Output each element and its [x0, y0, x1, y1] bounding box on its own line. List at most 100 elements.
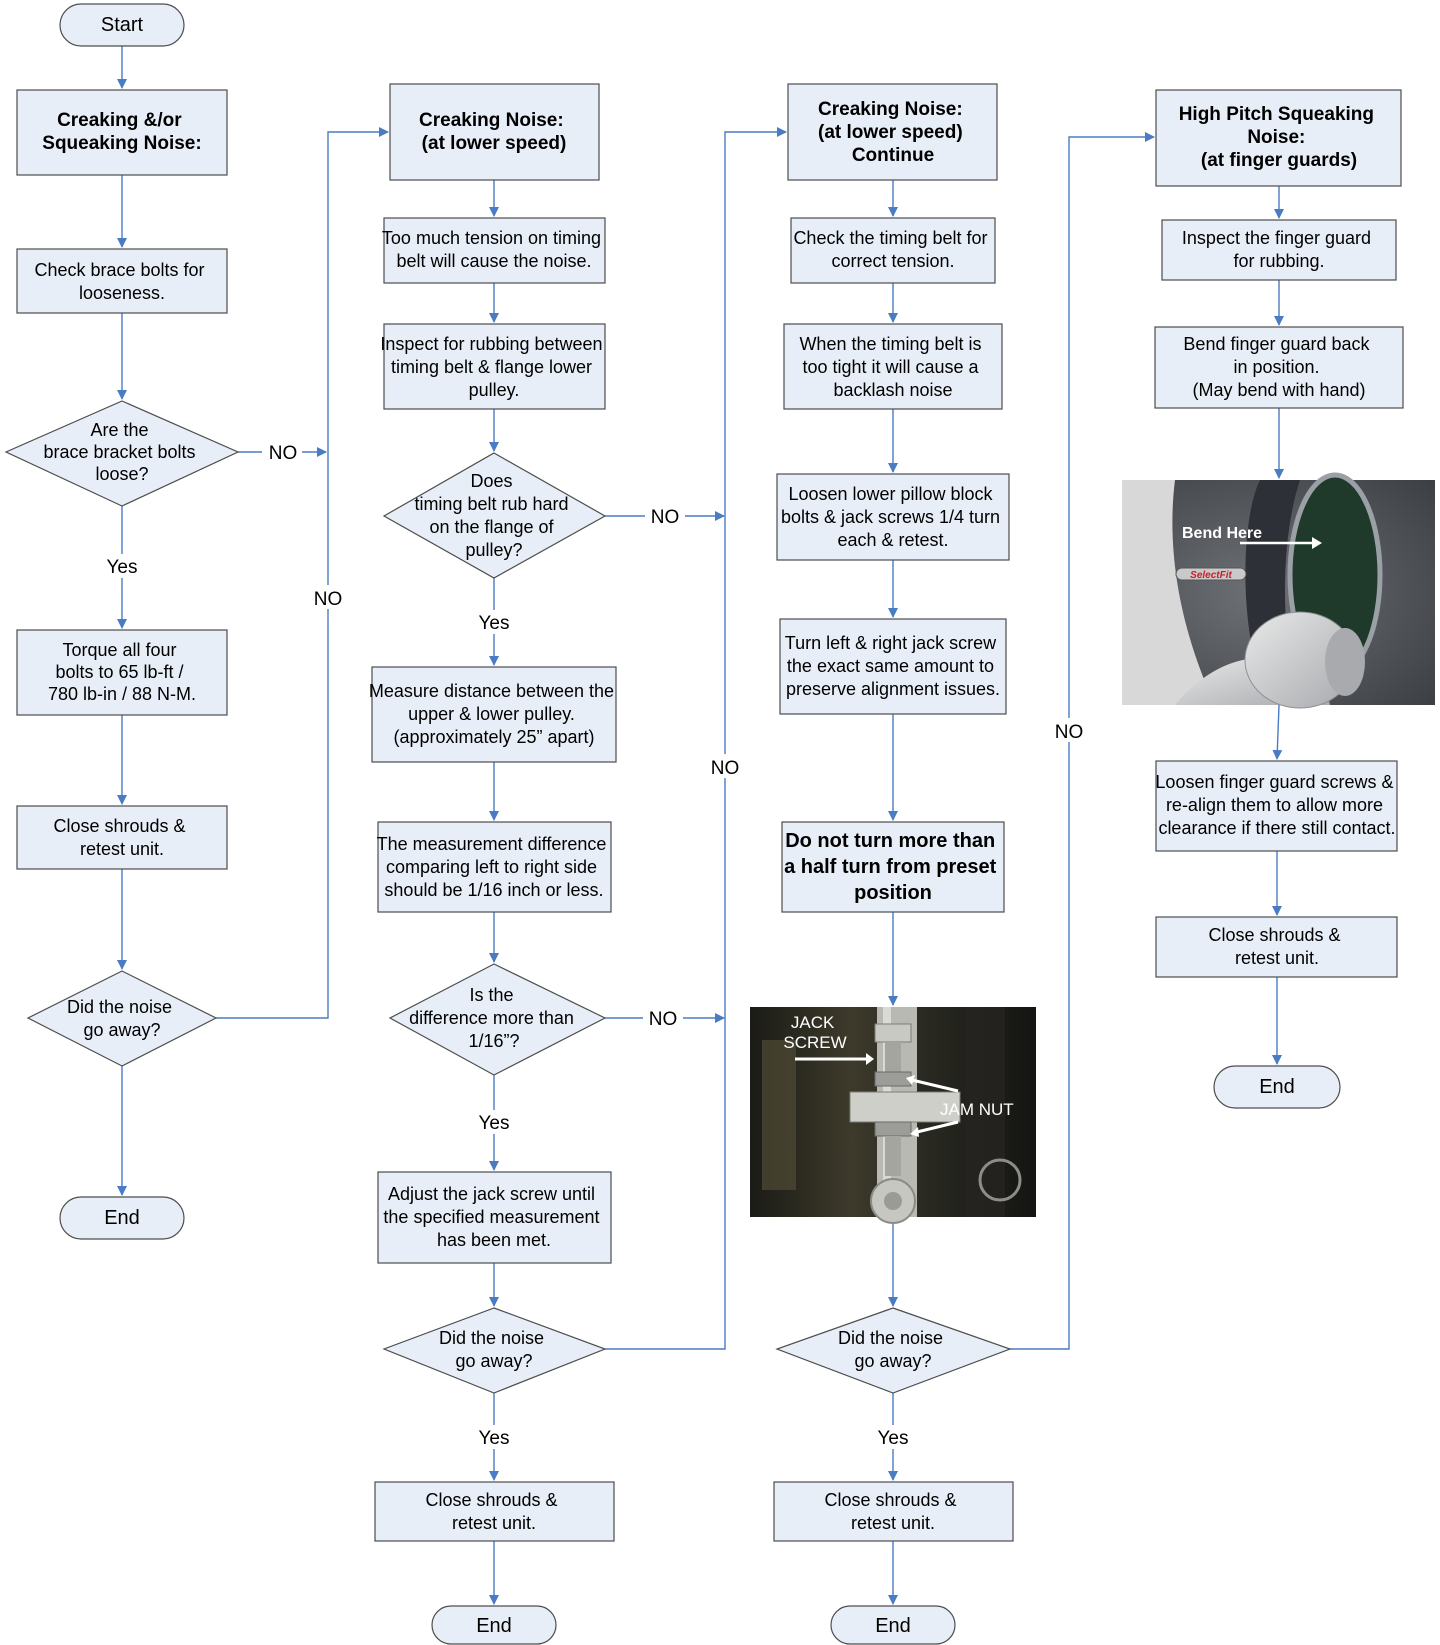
svg-text:Are the brace bracket: Are the brace bracket bolts loose?	[43, 420, 200, 484]
text-line: Inspect for rubbing between	[380, 334, 602, 354]
decision-belt-rubs-flange: Does timing belt rub hard on the flange …	[382, 452, 607, 579]
svg-text:Torque all four bolts: Torque all four bolts to 65 lb-ft / 780 …	[48, 640, 196, 704]
end-terminal: End	[830, 1605, 956, 1645]
text-line: Turn left & right jack screw	[785, 633, 997, 653]
text-line: upper & lower pulley.	[408, 704, 575, 724]
text-line: go away?	[854, 1351, 931, 1371]
decision-difference-exceeds: Is the difference more than 1/16”?	[388, 963, 607, 1076]
title-line: (at lower speed)	[422, 133, 567, 154]
process-close-shrouds: Close shrouds & retest unit.	[773, 1481, 1014, 1542]
svg-text:Loosen lower pillow block: Loosen lower pillow block bolts & jack s…	[781, 484, 1005, 550]
text-line: re-align them to allow more	[1166, 795, 1383, 815]
process-high-pitch-title: High Pitch Squeaking Noise: (at finger g…	[1155, 89, 1402, 187]
svg-text:Bend finger guard back: Bend finger guard back in position. (May…	[1183, 334, 1374, 400]
text-line: When the timing belt is	[799, 334, 981, 354]
process-measure-distance: Measure distance between the upper & low…	[369, 666, 619, 763]
end-terminal: End	[59, 1196, 185, 1240]
start-terminal: Start	[59, 3, 185, 47]
text-line: Check brace bolts for	[34, 260, 204, 280]
jack-screw-photo: JACK SCREW JAM NUT	[750, 1007, 1036, 1224]
text-line: difference more than	[409, 1008, 574, 1028]
text-line: on the flange of	[429, 517, 554, 537]
edge-labels: NO NO NO NO NO NO Yes Yes Yes Yes Yes	[97, 439, 1091, 1449]
decision-noise-gone: Did the noise go away?	[26, 970, 218, 1067]
text-line: Adjust the jack screw until	[388, 1184, 595, 1204]
text-line: Torque all four	[62, 640, 176, 660]
text-line: too tight it will cause a	[802, 357, 979, 377]
title-line: (at lower speed)	[818, 122, 963, 143]
title-line: (at finger guards)	[1201, 150, 1357, 171]
svg-text:Close shrouds & retest: Close shrouds & retest unit.	[824, 1490, 961, 1533]
svg-text:Too much tension on timing: Too much tension on timing belt will cau…	[382, 228, 606, 271]
text-line: in position.	[1233, 357, 1319, 377]
text-line: backlash noise	[833, 380, 952, 400]
text-line: retest unit.	[452, 1513, 536, 1533]
jam-nut-label: JAM NUT	[940, 1100, 1014, 1119]
warning-line: Do not turn more than	[785, 830, 995, 852]
edge-label-yes: Yes	[479, 613, 510, 634]
jack-screw-label: JACK	[791, 1013, 835, 1032]
process-check-belt-tension: Check the timing belt for correct tensio…	[790, 217, 996, 284]
process-check-brace-bolts: Check brace bolts for looseness.	[16, 248, 228, 314]
end-terminal: End	[1213, 1065, 1341, 1109]
text-line: Inspect the finger guard	[1182, 228, 1371, 248]
text-line: correct tension.	[831, 251, 954, 271]
text-line: preserve alignment issues.	[786, 679, 1000, 699]
process-loosen-finger-guard-screws: Loosen finger guard screws & re-align th…	[1155, 760, 1398, 852]
svg-text:Is the difference more: Is the difference more than 1/16”?	[409, 985, 579, 1051]
edge-label-no: NO	[314, 589, 343, 610]
bend-here-label: Bend Here	[1182, 525, 1262, 542]
title-line: Creaking Noise:	[818, 99, 963, 120]
text-line: retest unit.	[1235, 948, 1319, 968]
edge-label-yes: Yes	[878, 1428, 909, 1449]
svg-text:Close shrouds & retest: Close shrouds & retest unit.	[1208, 925, 1345, 968]
end-label: End	[1259, 1076, 1295, 1098]
text-line: go away?	[455, 1351, 532, 1371]
text-line: pulley?	[465, 540, 522, 560]
svg-text:Did the noise go away?: Did the noise go away?	[439, 1328, 549, 1371]
edge-label-no: NO	[1055, 722, 1084, 743]
edge-label-yes: Yes	[107, 557, 138, 578]
text-line: bolts to 65 lb-ft /	[55, 662, 183, 682]
process-torque-bolts: Torque all four bolts to 65 lb-ft / 780 …	[16, 629, 228, 716]
text-line: Close shrouds &	[53, 816, 185, 836]
edge-label-no: NO	[649, 1009, 678, 1030]
text-line: (May bend with hand)	[1192, 380, 1365, 400]
process-loosen-pillow-block: Loosen lower pillow block bolts & jack s…	[776, 473, 1010, 561]
svg-text:Turn left & right jack screw: Turn left & right jack screw the exact s…	[785, 633, 1001, 699]
edge-label-yes: Yes	[479, 1428, 510, 1449]
decision-noise-gone: Did the noise go away?	[382, 1307, 607, 1394]
edge-label-no: NO	[711, 758, 740, 779]
text-line: clearance if there still contact.	[1158, 818, 1395, 838]
text-line: go away?	[83, 1020, 160, 1040]
svg-text:Measure distance between the: Measure distance between the upper & low…	[369, 681, 619, 747]
svg-text:Inspect the finger guard: Inspect the finger guard for rubbing.	[1182, 228, 1376, 271]
text-line: bolts & jack screws 1/4 turn	[781, 507, 1000, 527]
edge-label-no: NO	[651, 507, 680, 528]
process-inspect-rubbing: Inspect for rubbing between timing belt …	[380, 323, 606, 410]
title-line: Squeaking Noise:	[42, 133, 201, 154]
selectfit-logo: SelectFit	[1190, 570, 1232, 581]
text-line: Did the noise	[67, 997, 172, 1017]
text-line: timing belt rub hard	[414, 494, 568, 514]
text-line: the exact same amount to	[787, 656, 994, 676]
process-belt-too-tight: When the timing belt is too tight it wil…	[783, 323, 1003, 410]
text-line: (approximately 25” apart)	[393, 727, 594, 747]
text-line: timing belt & flange lower	[391, 357, 592, 377]
jack-screw-label: SCREW	[783, 1033, 846, 1052]
svg-text:Does timing belt rub h: Does timing belt rub hard on the flange …	[414, 471, 573, 560]
process-bend-finger-guard: Bend finger guard back in position. (May…	[1154, 326, 1404, 409]
process-close-shrouds: Close shrouds & retest unit.	[374, 1481, 615, 1542]
end-label: End	[875, 1615, 911, 1637]
text-line: 780 lb-in / 88 N-M.	[48, 684, 196, 704]
text-line: brace bracket bolts	[43, 442, 195, 462]
process-turn-jack-screws: Turn left & right jack screw the exact s…	[779, 618, 1007, 715]
warning-line: position	[854, 882, 932, 904]
text-line: Close shrouds &	[824, 1490, 956, 1510]
text-line: 1/16”?	[468, 1031, 519, 1051]
text-line: retest unit.	[851, 1513, 935, 1533]
text-line: Measure distance between the	[369, 681, 614, 701]
finger-guard-photo: SelectFit Bend Here	[1122, 472, 1435, 709]
edge-label-yes: Yes	[479, 1113, 510, 1134]
title-line: Creaking Noise:	[419, 110, 564, 131]
